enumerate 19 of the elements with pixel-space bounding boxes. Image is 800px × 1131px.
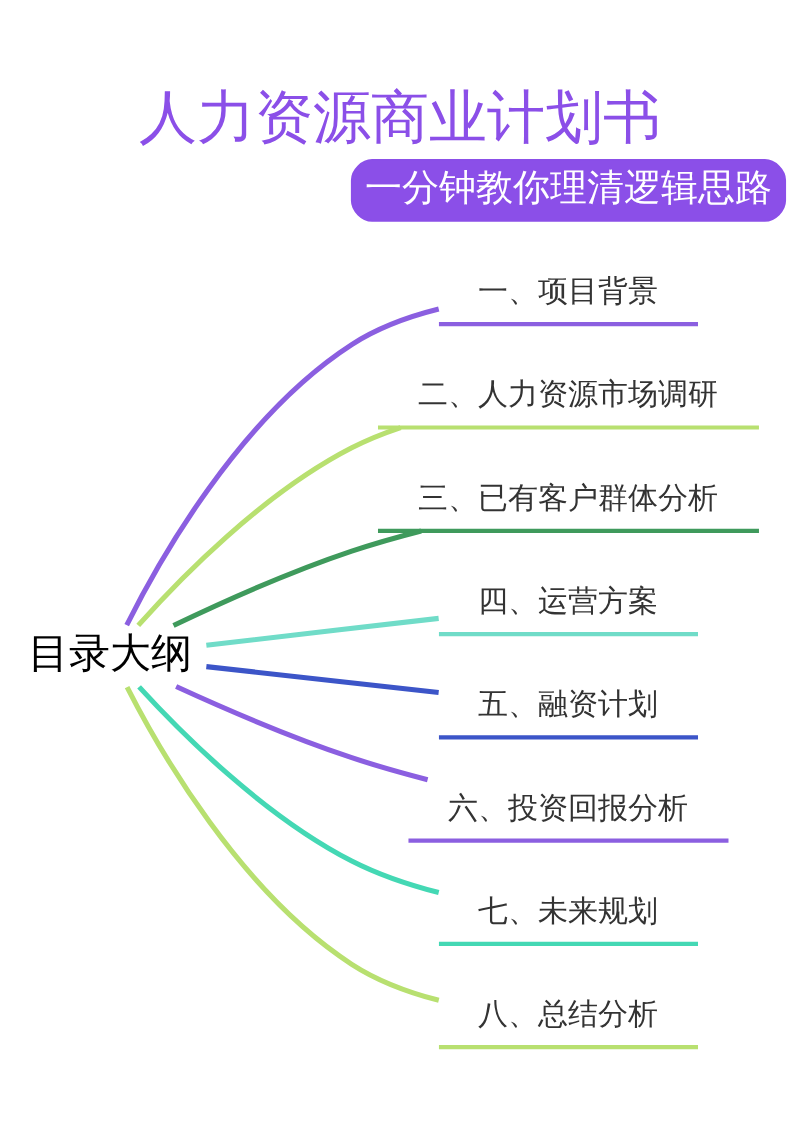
diagram-title: 人力资源商业计划书 — [139, 83, 661, 151]
node-text: 六、投资回报分析 — [448, 789, 689, 825]
connector — [206, 615, 439, 648]
node-text: 目录大纲 — [28, 628, 193, 677]
node-text: 三、已有客户群体分析 — [418, 479, 719, 515]
node-text: 八、总结分析 — [478, 996, 659, 1032]
label: 一分钟教你理清逻辑思路 — [364, 164, 772, 209]
connector — [137, 685, 440, 896]
node-text: 四、运营方案 — [478, 583, 659, 619]
connector — [175, 684, 429, 783]
connector — [172, 528, 422, 628]
connector — [124, 685, 440, 1003]
node-text: 七、未来规划 — [478, 892, 659, 928]
node-text: 五、融资计划 — [478, 686, 659, 722]
connector — [136, 425, 402, 628]
node-text: 二、人力资源市场调研 — [418, 376, 719, 412]
connector — [206, 664, 439, 696]
connector — [124, 306, 440, 627]
node-text: 一、项目背景 — [478, 273, 659, 309]
